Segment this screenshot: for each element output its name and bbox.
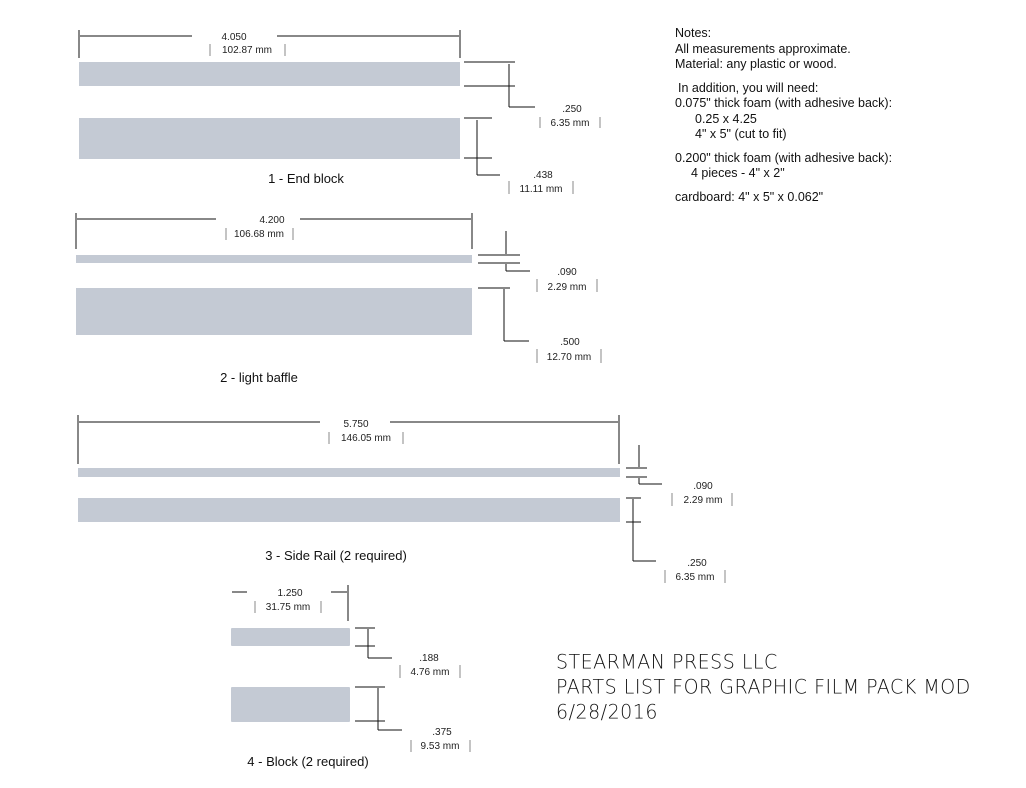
part-3-side-rail: 5.750 146.05 mm .090 2.29 mm .250 6.35 m… (77, 415, 733, 583)
thin-mm: 6.35 mm (551, 118, 590, 129)
foam-thin-item: 4" x 5" (cut to fit) (695, 127, 787, 141)
part-label: 1 - End block (268, 171, 344, 186)
thin-mm: 2.29 mm (548, 282, 587, 293)
thin-mm: 2.29 mm (684, 495, 723, 506)
mm-bracket (508, 181, 574, 194)
thick-inches: .438 (533, 170, 553, 181)
notes-line: All measurements approximate. (675, 41, 851, 56)
foam-thin-label: 0.075" thick foam (with adhesive back): (675, 96, 893, 110)
foam-thin-item: 0.25 x 4.25 (695, 111, 757, 126)
thick-mm: 9.53 mm (421, 741, 460, 752)
part-4-block: 1.250 31.75 mm .188 4.76 mm .375 9.53 mm… (231, 585, 471, 769)
thick-mm: 12.70 mm (547, 352, 591, 363)
mm-bracket (536, 349, 602, 363)
part-top-view (79, 62, 460, 86)
part-1-end-block: 4.050 102.87 mm .250 6.35 mm .438 11.11 … (78, 30, 601, 195)
part-side-view (231, 687, 350, 722)
cardboard-line: cardboard: 4" x 5" x 0.062" (675, 189, 824, 204)
drawing-date: 6/28/2016 (556, 700, 658, 724)
part-label: 3 - Side Rail (2 required) (265, 548, 407, 563)
mm-bracket (671, 493, 733, 506)
foam-thick-label: 0.200" thick foam (with adhesive back): (675, 150, 893, 165)
thick-inches: .500 (560, 337, 580, 348)
thick-mm: 11.11 mm (520, 184, 563, 195)
thin-mm: 4.76 mm (411, 667, 450, 678)
drawing-title: Parts List for Graphic Film Pack Mod (556, 675, 971, 699)
thick-inches: .375 (432, 727, 452, 738)
mm-bracket (410, 740, 471, 752)
length-inches: 4.200 (259, 215, 284, 226)
part-2-light-baffle: 4.200 106.68 mm .090 2.29 mm .500 12.70 … (75, 213, 602, 385)
part-side-view (76, 288, 472, 335)
part-label: 2 - light baffle (220, 370, 298, 385)
thick-mm: 6.35 mm (676, 572, 715, 583)
thin-inches: .188 (419, 653, 439, 664)
length-mm: 31.75 mm (266, 602, 310, 613)
length-mm: 102.87 mm (222, 45, 272, 56)
part-top-view (76, 255, 472, 263)
part-top-view (78, 468, 620, 477)
part-top-view (231, 628, 350, 646)
notes-heading: Notes: (675, 26, 712, 40)
length-inches: 1.250 (277, 588, 302, 599)
thin-inches: .250 (562, 104, 582, 115)
mm-bracket (328, 432, 404, 444)
part-side-view (79, 118, 460, 159)
title-block: Stearman Press LLC Parts List for Graphi… (556, 650, 971, 725)
notes-panel: Notes: All measurements approximate. Mat… (675, 26, 892, 205)
length-inches: 5.750 (343, 419, 368, 430)
mm-bracket (539, 117, 601, 128)
thin-inches: .090 (557, 267, 577, 278)
part-label: 4 - Block (2 required) (247, 754, 368, 769)
mm-bracket (254, 601, 322, 613)
notes-line: Material: any plastic or wood. (675, 57, 837, 71)
thin-inches: .090 (693, 481, 713, 492)
foam-thick-item: 4 pieces - 4" x 2" (691, 166, 785, 180)
additional-heading: In addition, you will need: (678, 80, 819, 95)
mm-bracket (209, 44, 286, 56)
part-side-view (78, 498, 620, 522)
length-inches: 4.050 (221, 32, 246, 43)
length-mm: 146.05 mm (341, 433, 391, 444)
company-name: Stearman Press LLC (556, 650, 778, 674)
length-mm: 106.68 mm (234, 229, 284, 240)
mm-bracket (664, 570, 726, 583)
mm-bracket (399, 665, 461, 678)
mm-bracket (225, 228, 294, 240)
thick-inches: .250 (687, 558, 707, 569)
mm-bracket (536, 279, 598, 292)
